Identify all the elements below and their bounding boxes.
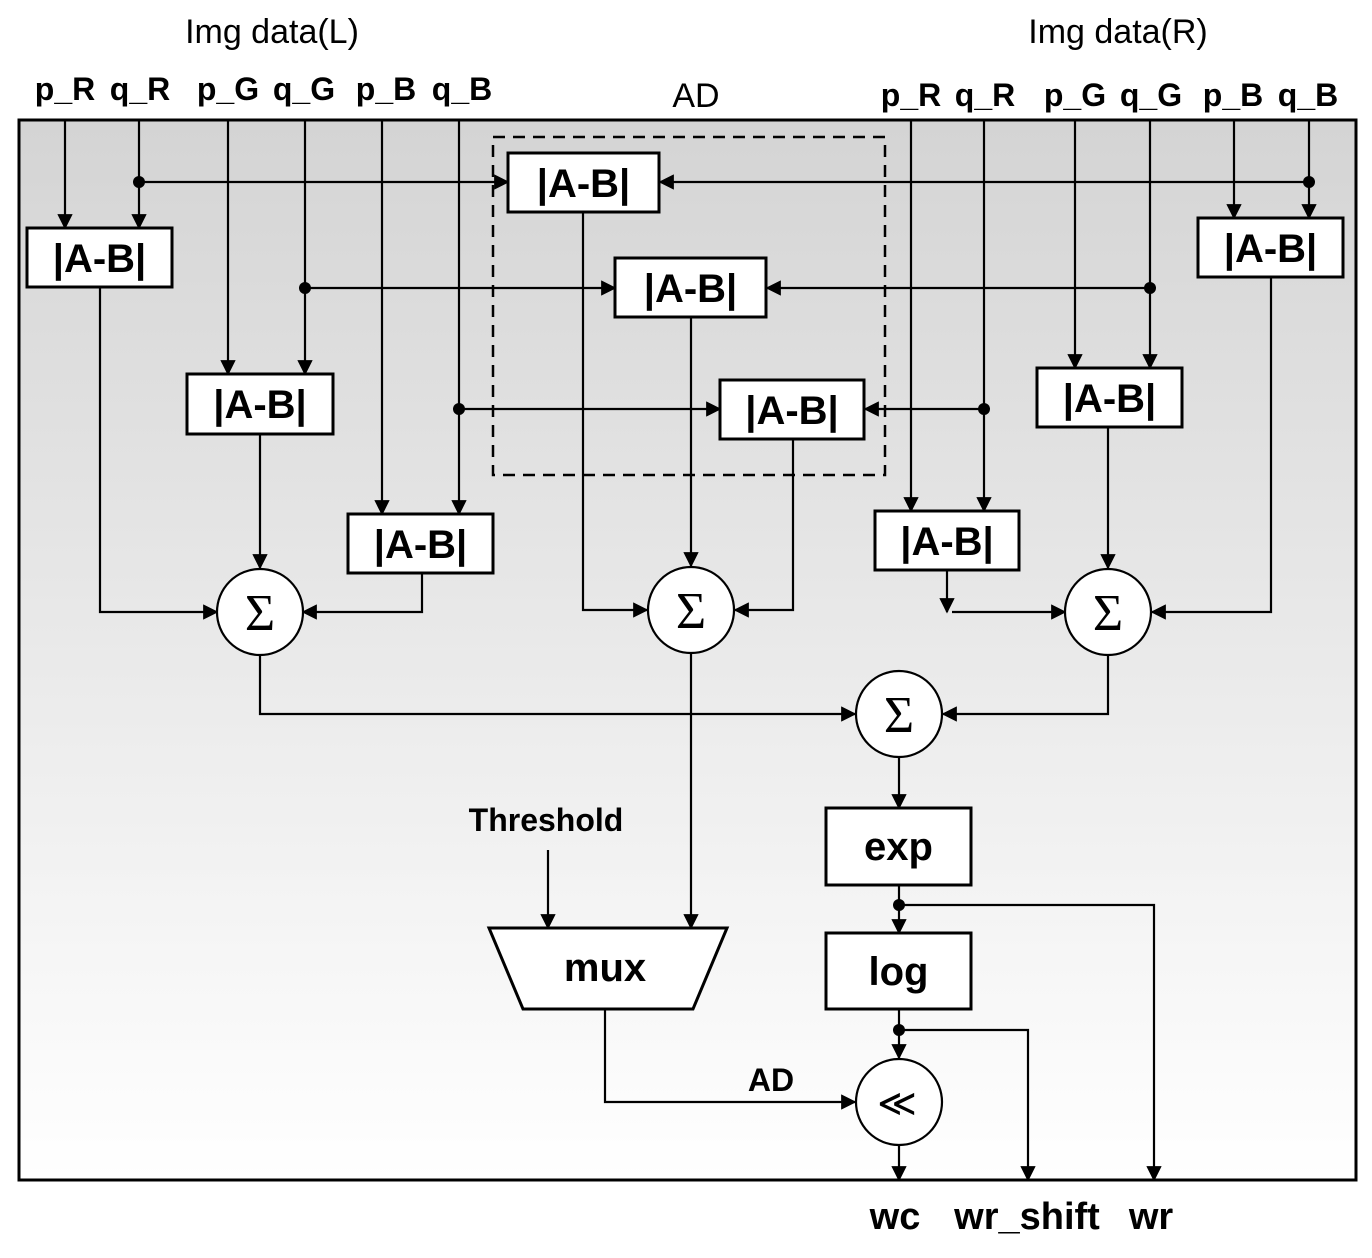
junction-dots [133, 176, 1315, 1036]
left-group-title: Img data(L) [185, 13, 359, 51]
abs-diff-left-b: |A-B| [346, 512, 495, 575]
abs-diff-label: |A-B| [1063, 377, 1156, 421]
exp-block: exp [824, 806, 973, 887]
abs-diff-label: |A-B| [374, 523, 467, 567]
input-left-p-g: p_G [197, 71, 259, 107]
output-wr-shift: wr_shift [953, 1196, 1100, 1238]
input-right-q-b: q_B [1278, 77, 1338, 113]
abs-diff-left-g: |A-B| [185, 372, 335, 436]
input-right-q-g: q_G [1120, 77, 1182, 113]
mux-block: mux [486, 926, 730, 1011]
wires [57, 120, 1317, 1182]
ad-group-dashed-box [491, 135, 887, 477]
input-left-p-r: p_R [35, 71, 95, 107]
abs-diff-left-r: |A-B| [25, 226, 174, 289]
shift-node: ≪ [854, 1057, 944, 1147]
ad-signal-label: AD [748, 1062, 794, 1098]
sum-right: Σ [1063, 567, 1153, 657]
abs-diff-ad-b: |A-B| [718, 378, 866, 441]
abs-diff-label: |A-B| [213, 383, 306, 427]
sigma-symbol: Σ [676, 583, 706, 640]
sigma-symbol: Σ [1093, 585, 1123, 642]
abs-diff-ad-g: |A-B| [613, 256, 768, 319]
sum-left: Σ [215, 567, 305, 657]
abs-diff-right-b: |A-B| [1196, 216, 1345, 279]
abs-diff-label: |A-B| [1224, 227, 1317, 271]
abs-diff-label: |A-B| [900, 520, 993, 564]
input-right-q-r: q_R [955, 77, 1015, 113]
sigma-symbol: Σ [884, 687, 914, 744]
input-right-p-r: p_R [881, 77, 941, 113]
threshold-label: Threshold [469, 802, 624, 838]
input-left-q-r: q_R [110, 71, 170, 107]
input-left-p-b: p_B [356, 71, 416, 107]
output-wr: wr [1128, 1196, 1174, 1238]
exp-label: exp [864, 825, 933, 869]
abs-diff-right-r: |A-B| [873, 509, 1021, 572]
abs-diff-label: |A-B| [53, 237, 146, 281]
output-wc: wc [869, 1196, 921, 1238]
sum-final: Σ [854, 669, 944, 759]
abs-diff-label: |A-B| [537, 162, 630, 206]
sum-middle: Σ [646, 565, 736, 655]
input-right-p-g: p_G [1044, 77, 1106, 113]
input-left-q-b: q_B [432, 71, 492, 107]
input-left-q-g: q_G [273, 71, 335, 107]
abs-diff-ad-r: |A-B| [506, 151, 661, 214]
log-label: log [869, 950, 929, 994]
ad-group-title: AD [672, 77, 719, 115]
sigma-symbol: Σ [245, 585, 275, 642]
input-right-p-b: p_B [1203, 77, 1263, 113]
shift-symbol: ≪ [877, 1083, 917, 1125]
abs-diff-label: |A-B| [644, 267, 737, 311]
abs-diff-label: |A-B| [745, 389, 838, 433]
right-group-title: Img data(R) [1028, 13, 1208, 51]
abs-diff-right-g: |A-B| [1035, 366, 1184, 429]
log-block: log [824, 931, 973, 1011]
mux-label: mux [564, 946, 646, 990]
